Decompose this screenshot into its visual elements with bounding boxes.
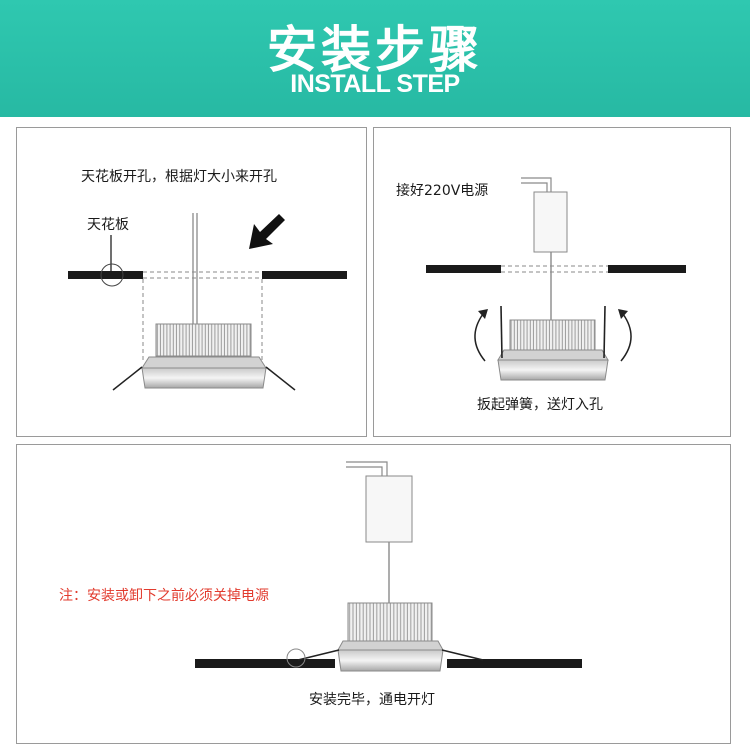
driver-box bbox=[365, 475, 413, 543]
step-1-caption: 天花板开孔，根据灯大小来开孔 bbox=[81, 169, 277, 185]
header-subtitle: INSTALL STEP bbox=[290, 70, 460, 98]
downlight bbox=[337, 602, 444, 672]
power-wires bbox=[346, 461, 388, 477]
step-2-panel: 接好220V电源 扳起弹簧，送灯入孔 bbox=[373, 127, 731, 437]
step-2-diagram bbox=[426, 177, 686, 381]
ceiling-board bbox=[68, 271, 347, 279]
ceiling-board bbox=[426, 265, 686, 273]
header-title: 安装步骤 bbox=[267, 21, 483, 79]
downlight bbox=[112, 323, 296, 391]
spring-arrow-left-icon bbox=[474, 309, 488, 362]
header-banner: 安装步骤 INSTALL STEP bbox=[0, 0, 750, 117]
safety-note: 注：安装或卸下之前必须关掉电源 bbox=[59, 588, 269, 604]
step-1-diagram bbox=[68, 213, 347, 391]
spring-clips bbox=[286, 648, 484, 668]
step-1-panel: 天花板开孔，根据灯大小来开孔 天花板 bbox=[16, 127, 367, 437]
downlight bbox=[497, 305, 609, 381]
step-3-diagram bbox=[195, 461, 582, 672]
step-3-caption: 安装完毕，通电开灯 bbox=[309, 692, 435, 708]
spring-arrow-right-icon bbox=[618, 309, 632, 362]
step-2-caption: 扳起弹簧，送灯入孔 bbox=[477, 397, 603, 413]
driver-box bbox=[533, 191, 568, 253]
step-3-panel: 注：安装或卸下之前必须关掉电源 安装完毕，通电开灯 bbox=[16, 444, 731, 744]
ceiling-pointer bbox=[100, 235, 124, 287]
power-cable bbox=[192, 213, 198, 324]
ceiling-board bbox=[195, 659, 582, 668]
arrow-icon bbox=[249, 214, 285, 249]
ceiling-label: 天花板 bbox=[87, 217, 129, 233]
power-wires bbox=[521, 177, 552, 193]
power-label: 接好220V电源 bbox=[396, 183, 489, 199]
